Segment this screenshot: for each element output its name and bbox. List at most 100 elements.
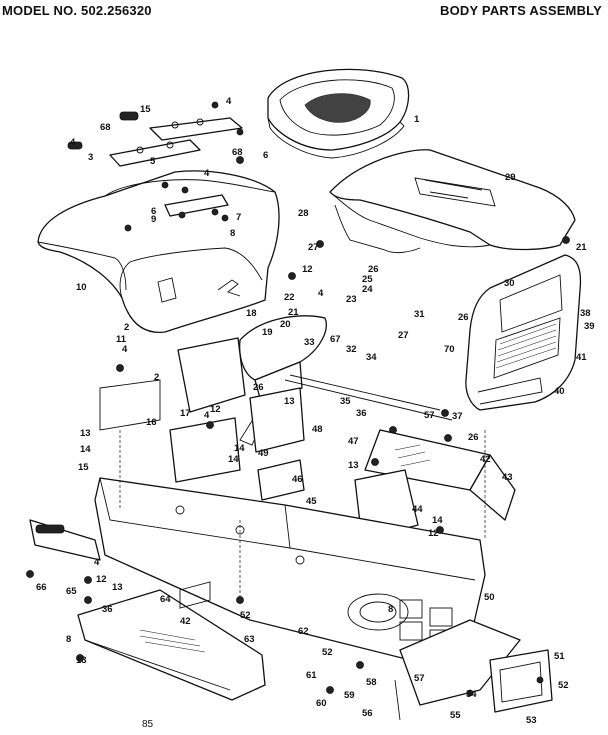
callout-c13d: 13 <box>112 582 123 593</box>
callout-c65: 65 <box>66 586 77 597</box>
callout-c8b: 8 <box>388 604 393 615</box>
callout-c23: 23 <box>346 294 357 305</box>
callout-c36b: 36 <box>102 604 113 615</box>
callout-c27a: 27 <box>308 242 319 253</box>
callout-c48: 48 <box>312 424 323 435</box>
callout-c42a: 42 <box>480 454 491 465</box>
callout-c68b: 68 <box>232 147 243 158</box>
callout-c64: 64 <box>160 594 171 605</box>
callout-c4e: 4 <box>204 410 210 421</box>
callout-c14b: 14 <box>228 454 239 465</box>
callout-c43: 43 <box>502 472 513 483</box>
callout-c60: 60 <box>316 698 327 709</box>
callout-c44: 44 <box>412 504 423 515</box>
side-panels <box>99 337 305 501</box>
fasteners <box>26 236 570 694</box>
callout-c21a: 21 <box>288 307 299 318</box>
callout-c12b: 12 <box>210 404 221 415</box>
callout-c12c: 12 <box>96 574 107 585</box>
callout-c4d: 4 <box>318 288 324 299</box>
rear-hitch <box>394 619 553 721</box>
callout-c2b: 2 <box>124 322 129 333</box>
callout-c54: 54 <box>466 689 477 700</box>
callout-c37: 37 <box>452 411 463 422</box>
callout-c24: 24 <box>362 284 373 295</box>
linkage-rods <box>284 374 453 434</box>
callout-c14d: 14 <box>432 515 443 526</box>
callout-c8c: 8 <box>66 634 71 645</box>
fender-brackets <box>67 101 244 232</box>
callout-c16: 16 <box>146 417 157 428</box>
callout-c62: 62 <box>298 626 309 637</box>
callout-labels: 1223444444456678889101112121212131313131… <box>36 96 595 726</box>
callout-c59: 59 <box>344 690 355 701</box>
callout-c17: 17 <box>180 408 191 419</box>
callout-c5: 5 <box>150 156 156 167</box>
callout-c11: 11 <box>116 334 127 345</box>
callout-c31: 31 <box>414 309 425 320</box>
callout-c4c: 4 <box>204 168 210 179</box>
callout-c70: 70 <box>444 344 455 355</box>
callout-c15a: 15 <box>140 104 151 115</box>
callout-c52a: 52 <box>240 610 251 621</box>
callout-c35: 35 <box>340 396 351 407</box>
callout-c19: 19 <box>262 327 273 338</box>
callout-c15b: 15 <box>78 462 89 473</box>
callout-c4b: 4 <box>70 137 76 148</box>
callout-c29: 29 <box>505 172 516 183</box>
callout-c42b: 42 <box>180 616 191 627</box>
callout-c14a: 14 <box>80 444 91 455</box>
rear-fender <box>37 170 280 333</box>
callout-c12a: 12 <box>302 264 313 275</box>
callout-c39: 39 <box>584 321 595 332</box>
callout-c22: 22 <box>284 292 295 303</box>
callout-c36a: 36 <box>356 408 367 419</box>
callout-c1: 1 <box>414 114 420 125</box>
seat <box>267 68 410 159</box>
callout-c14c: 14 <box>234 443 245 454</box>
callout-c20: 20 <box>280 319 291 330</box>
page-number: 85 <box>142 719 154 730</box>
callout-c38: 38 <box>580 308 591 319</box>
callout-c52c: 52 <box>558 680 569 691</box>
callout-c13c: 13 <box>348 460 359 471</box>
model-number: MODEL NO. 502.256320 <box>2 3 152 18</box>
callout-c63: 63 <box>244 634 255 645</box>
callout-c7: 7 <box>236 212 241 223</box>
callout-c46: 46 <box>292 474 303 485</box>
callout-c34: 34 <box>366 352 377 363</box>
callout-c9: 9 <box>151 214 156 225</box>
callout-c53: 53 <box>526 715 537 726</box>
callout-c26a: 26 <box>368 264 379 275</box>
callout-c26d: 26 <box>468 432 479 443</box>
callout-c25: 25 <box>362 274 373 285</box>
callout-c30: 30 <box>504 278 515 289</box>
callout-c57b: 57 <box>424 410 435 421</box>
callout-c57a: 57 <box>414 673 425 684</box>
callout-c58: 58 <box>366 677 377 688</box>
diagram-title: BODY PARTS ASSEMBLY <box>440 3 602 18</box>
callout-c10: 10 <box>76 282 87 293</box>
callout-c12d: 12 <box>428 528 439 539</box>
callout-c55: 55 <box>450 710 461 721</box>
callout-c40: 40 <box>554 386 565 397</box>
callout-c18: 18 <box>246 308 257 319</box>
callout-c2a: 2 <box>154 372 159 383</box>
callout-c3: 3 <box>88 152 93 163</box>
callout-c6b: 6 <box>151 206 156 217</box>
callout-c50: 50 <box>484 592 495 603</box>
callout-c28: 28 <box>298 208 309 219</box>
callout-c51: 51 <box>554 651 565 662</box>
callout-c8a: 8 <box>230 228 235 239</box>
callout-c4f: 4 <box>94 557 100 568</box>
callout-c45: 45 <box>306 496 317 507</box>
callout-c56: 56 <box>362 708 373 719</box>
callout-c41: 41 <box>576 352 587 363</box>
front-bumper <box>29 519 266 701</box>
front-grille <box>465 254 582 411</box>
callout-c52b: 52 <box>322 647 333 658</box>
callout-c26b: 26 <box>458 312 469 323</box>
callout-c32: 32 <box>346 344 357 355</box>
